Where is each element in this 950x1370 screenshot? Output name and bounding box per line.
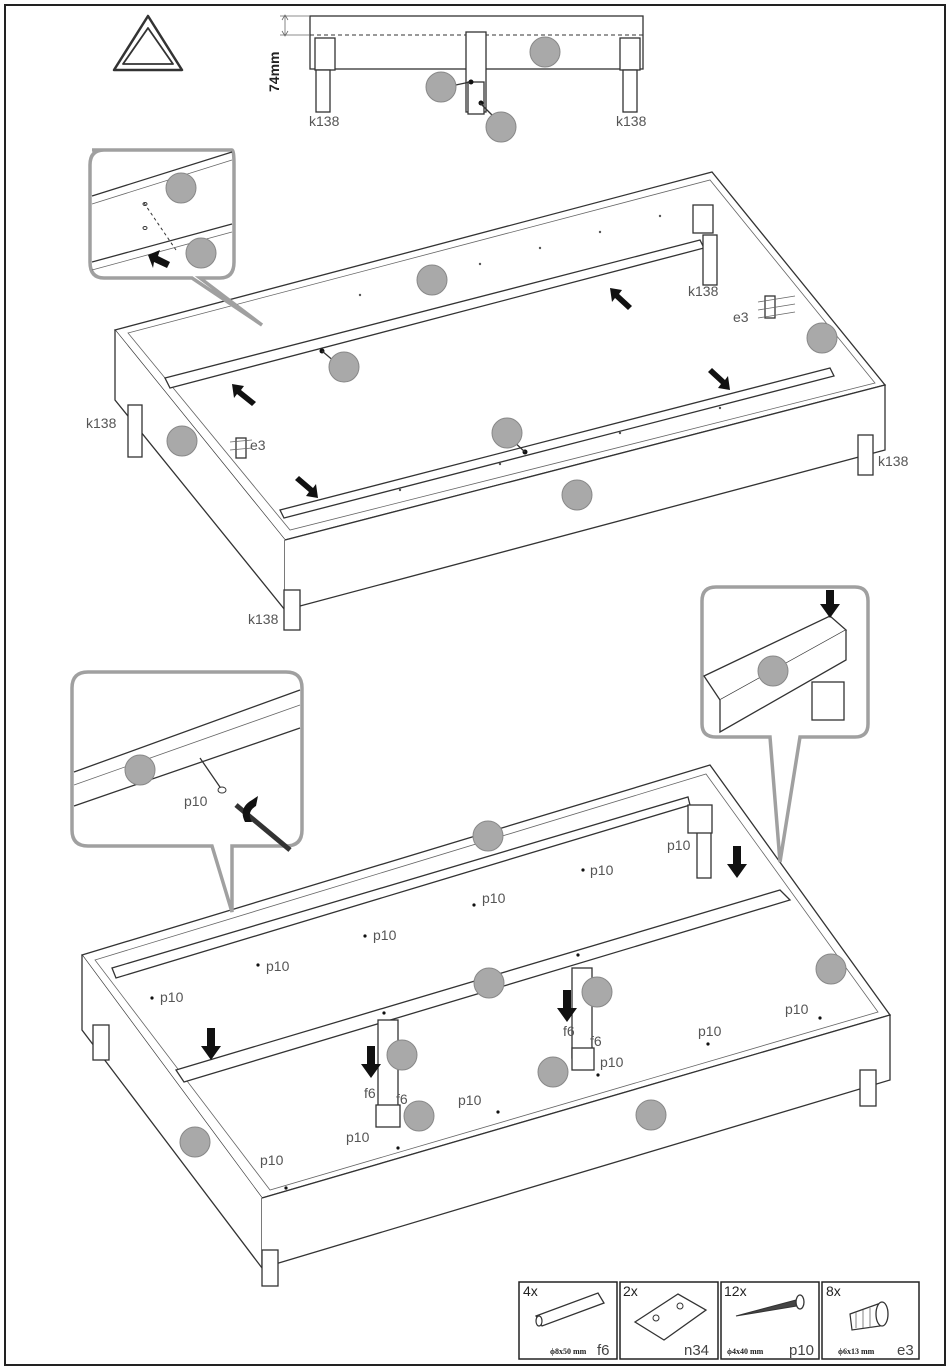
part-marker: [758, 656, 788, 686]
svg-text:f6: f6: [597, 1342, 610, 1359]
part-marker: [186, 238, 216, 268]
screw-label: p10: [260, 1152, 284, 1168]
part-marker: [807, 323, 837, 353]
screw-label: p10: [160, 989, 184, 1005]
part-marker: [166, 173, 196, 203]
part-marker: [530, 37, 560, 67]
leg: [93, 1025, 109, 1060]
leg-label: k138: [878, 453, 909, 469]
part-marker: [582, 977, 612, 1007]
warning-triangle-icon: [114, 16, 182, 70]
bracket-plate-icon: [812, 682, 844, 720]
part-marker: [404, 1101, 434, 1131]
leg: [697, 830, 711, 878]
screw-label: e3: [250, 437, 266, 453]
screw-label: p10: [184, 793, 208, 809]
svg-text:n34: n34: [684, 1342, 709, 1359]
leg-label: k138: [616, 113, 647, 129]
part-marker: [474, 968, 504, 998]
dowel-label: f6: [364, 1085, 376, 1101]
screw-label: p10: [346, 1129, 370, 1145]
leg-label: k138: [688, 283, 719, 299]
part-marker: [816, 954, 846, 984]
svg-text:ϕ8x50 mm: ϕ8x50 mm: [550, 1347, 587, 1356]
part-marker: [562, 480, 592, 510]
leg: [316, 70, 330, 112]
part-cell-bracket: 2x n34: [620, 1282, 718, 1359]
part-marker: [329, 352, 359, 382]
corner-bracket: [315, 38, 335, 70]
screw-label: p10: [373, 927, 397, 943]
leg: [623, 70, 637, 112]
leg-label: k138: [309, 113, 340, 129]
dimension-label: 74mm: [266, 52, 282, 92]
dowel-label: f6: [563, 1023, 575, 1039]
side-view-diagram: 74mm k138 k138: [266, 15, 647, 142]
svg-text:4x: 4x: [523, 1283, 538, 1299]
leg: [703, 235, 717, 285]
leg: [858, 435, 873, 475]
screw-label: p10: [785, 1001, 809, 1017]
leg: [284, 590, 300, 630]
part-marker: [426, 72, 456, 102]
corner-bracket: [693, 205, 713, 233]
screw-label: p10: [600, 1054, 624, 1070]
leg-label: k138: [86, 415, 117, 431]
leg-label: k138: [248, 611, 279, 627]
part-marker: [125, 755, 155, 785]
part-marker: [417, 265, 447, 295]
part-marker: [486, 112, 516, 142]
svg-text:ϕ6x13 mm: ϕ6x13 mm: [838, 1347, 875, 1356]
leg: [860, 1070, 876, 1106]
svg-text:12x: 12x: [724, 1283, 747, 1299]
part-marker: [387, 1040, 417, 1070]
screw-label: p10: [482, 890, 506, 906]
part-marker: [492, 418, 522, 448]
svg-text:ϕ4x40 mm: ϕ4x40 mm: [727, 1347, 764, 1356]
corner-bracket: [688, 805, 712, 833]
corner-bracket: [620, 38, 640, 70]
screw-label: p10: [458, 1092, 482, 1108]
dowel-label: f6: [396, 1091, 408, 1107]
part-cell-dowel: 4x ϕ8x50 mm f6: [519, 1282, 617, 1359]
screw-label: p10: [590, 862, 614, 878]
detail-callout: p10: [72, 672, 302, 912]
dowel-label: f6: [590, 1033, 602, 1049]
screw-label: p10: [667, 837, 691, 853]
part-marker: [473, 821, 503, 851]
screw-label: p10: [266, 958, 290, 974]
leg: [128, 405, 142, 457]
svg-text:74mm: 74mm: [266, 52, 282, 92]
screw-label: p10: [698, 1023, 722, 1039]
part-marker: [636, 1100, 666, 1130]
svg-text:2x: 2x: [623, 1283, 638, 1299]
part-cell-euro-screw: 8x ϕ6x13 mm e3: [822, 1282, 919, 1359]
leg: [262, 1250, 278, 1286]
part-marker: [538, 1057, 568, 1087]
part-marker: [180, 1127, 210, 1157]
svg-text:p10: p10: [789, 1342, 814, 1359]
screw-label: e3: [733, 309, 749, 325]
part-marker: [167, 426, 197, 456]
svg-text:e3: e3: [897, 1342, 914, 1359]
svg-text:8x: 8x: [826, 1283, 841, 1299]
parts-legend: 4x ϕ8x50 mm f6 2x n34 12x: [519, 1282, 919, 1359]
part-cell-screw: 12x ϕ4x40 mm p10: [721, 1282, 819, 1359]
